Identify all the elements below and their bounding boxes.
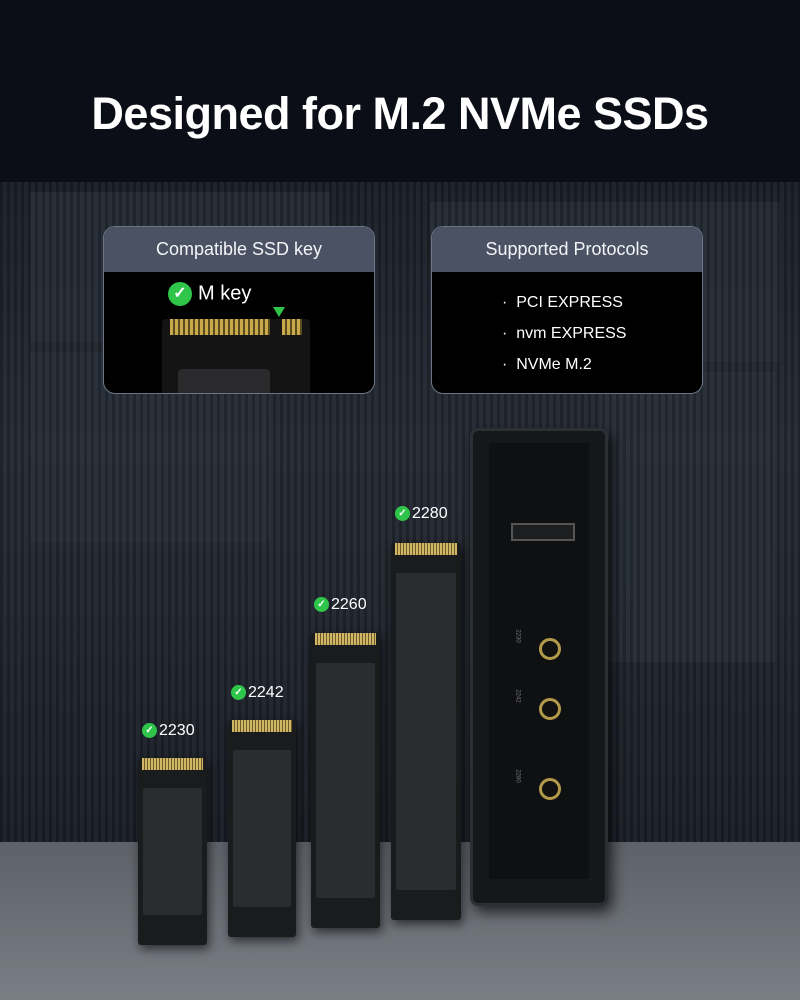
protocol-list: · PCI EXPRESS · nvm EXPRESS · NVMe M.2	[432, 294, 702, 387]
check-icon: ✓	[168, 282, 192, 306]
protocol-item: · NVMe M.2	[502, 356, 592, 373]
header-band	[0, 0, 800, 182]
ssd-key-card: Compatible SSD key ✓M key	[103, 226, 375, 394]
size-label-2260: ✓2260	[314, 596, 367, 614]
protocols-card: Supported Protocols · PCI EXPRESS · nvm …	[431, 226, 703, 394]
size-label-2280: ✓2280	[395, 505, 448, 523]
protocols-card-header: Supported Protocols	[432, 227, 702, 272]
ssd-enclosure: 2230 2242 2280	[470, 428, 608, 906]
check-icon: ✓	[395, 506, 410, 522]
ssd-2260	[311, 633, 380, 928]
size-label-2230: ✓2230	[142, 722, 195, 740]
protocol-item: · nvm EXPRESS	[502, 325, 627, 342]
protocol-item: · PCI EXPRESS	[502, 294, 623, 311]
ssd-2242	[228, 720, 296, 937]
m-key-label: ✓M key	[168, 282, 251, 306]
ssd-2280	[391, 543, 461, 920]
ssd-key-card-header: Compatible SSD key	[104, 227, 374, 272]
check-icon: ✓	[314, 597, 329, 613]
size-label-2242: ✓2242	[231, 684, 284, 702]
check-icon: ✓	[142, 723, 157, 739]
page-title: Designed for M.2 NVMe SSDs	[91, 88, 709, 139]
m2-connector-image	[162, 319, 310, 393]
key-notch-arrow-icon	[273, 307, 285, 317]
ssd-2230	[138, 758, 207, 945]
check-icon: ✓	[231, 685, 246, 701]
